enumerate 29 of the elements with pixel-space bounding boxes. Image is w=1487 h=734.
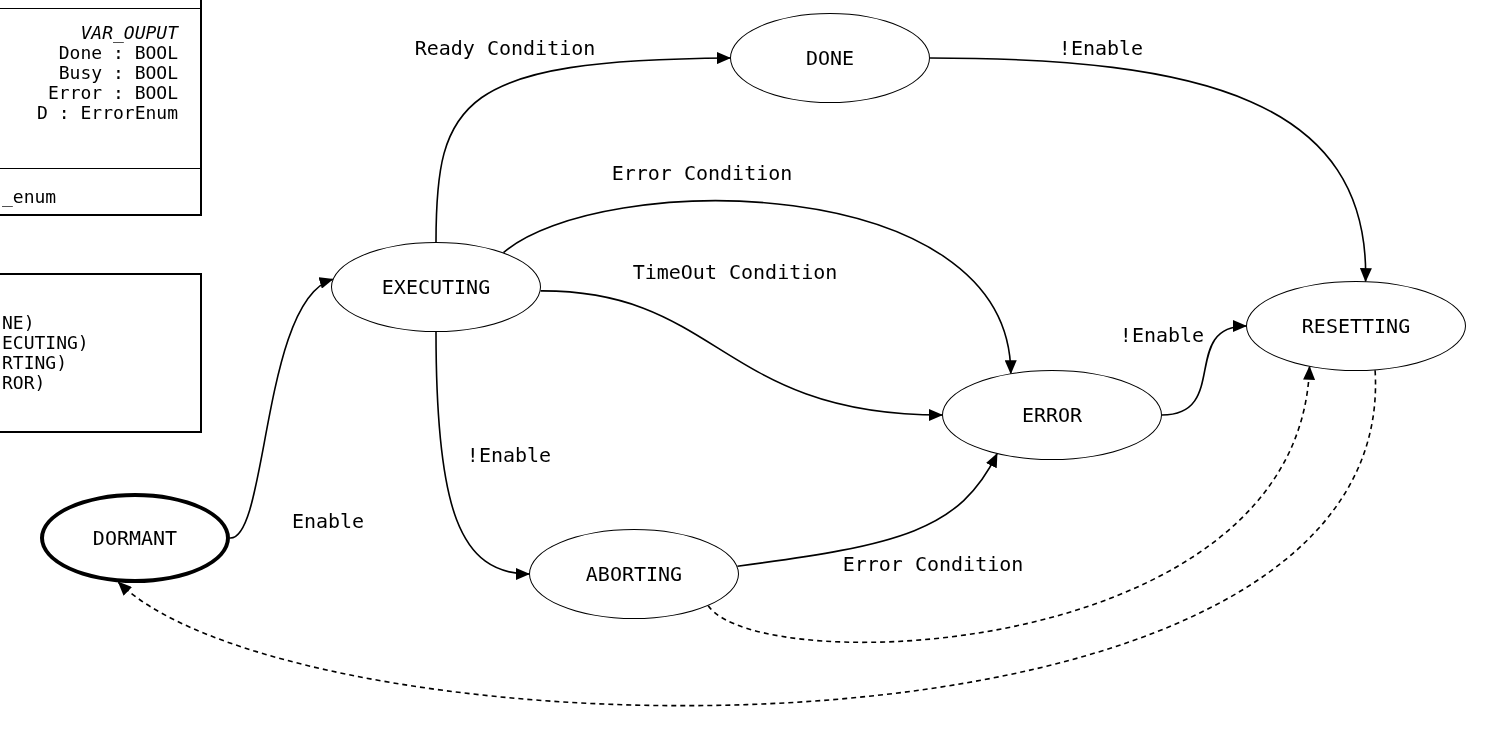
- variable-text: _enum: [2, 187, 57, 207]
- arrow: [435, 331, 530, 579]
- arrow: [736, 453, 998, 567]
- variable-text: RTING): [2, 353, 68, 373]
- state-name: ABORTING: [585, 562, 683, 586]
- variable-text: Done : BOOL: [58, 43, 178, 63]
- variable-text: ROR): [2, 373, 46, 393]
- variable-text: Error : BOOL: [47, 83, 178, 103]
- arrow: [502, 200, 1015, 375]
- dashed-arrow: [117, 369, 1376, 707]
- arrow: [929, 57, 1371, 283]
- state-name: ERROR: [1021, 403, 1083, 427]
- arrow: [1161, 321, 1247, 416]
- variable-text: ECUTING): [2, 333, 89, 353]
- arrow: [435, 52, 731, 243]
- state-name: DORMANT: [92, 526, 178, 550]
- arrow: [229, 278, 334, 539]
- variable-text: NE): [2, 313, 35, 333]
- arrow: [539, 290, 943, 421]
- variable-text: Busy : BOOL: [58, 63, 178, 83]
- state-name: EXECUTING: [381, 275, 491, 299]
- variable-table: [0, 273, 202, 433]
- variable-text: VAR_OUPUT: [80, 23, 178, 43]
- state-name: DONE: [805, 46, 855, 70]
- variable-text: D : ErrorEnum: [37, 103, 178, 123]
- state-name: RESETTING: [1301, 314, 1411, 338]
- state-ellipse: [40, 493, 230, 583]
- variable-table: [0, 0, 202, 216]
- dashed-arrow: [707, 365, 1313, 643]
